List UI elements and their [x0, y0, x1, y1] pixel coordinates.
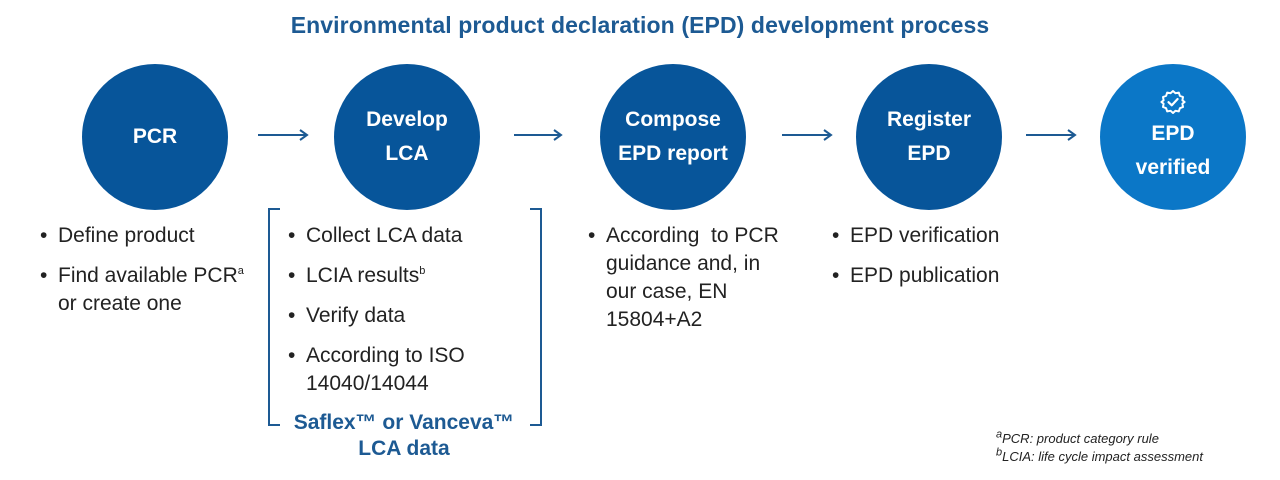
diagram-title: Environmental product declaration (EPD) …: [290, 12, 990, 38]
check-badge-icon: [1160, 90, 1186, 114]
list-item: Verify data: [288, 302, 528, 330]
list-item: According to PCR guidance and, in our ca…: [588, 222, 788, 334]
footnote: bLCIA: life cycle impact assessment: [996, 446, 1203, 464]
step-develop-lca-line2: LCA: [385, 142, 429, 165]
step-register-line2: EPD: [907, 142, 951, 165]
compose-bullet-list: According to PCR guidance and, in our ca…: [588, 222, 788, 346]
lca-bullet-list: Collect LCA data LCIA resultsb Verify da…: [288, 222, 528, 410]
footnote-ref: b: [419, 265, 426, 277]
footnote-ref: a: [237, 265, 244, 277]
bracket-left: [268, 208, 280, 426]
step-develop-lca: Develop LCA: [334, 64, 480, 210]
step-verified-line2: verified: [1135, 156, 1211, 179]
step-compose-line2: EPD report: [618, 142, 728, 165]
list-item: According to ISO 14040/14044: [288, 342, 528, 398]
list-item: LCIA resultsb: [288, 262, 528, 290]
list-item: Define product: [40, 222, 260, 250]
list-item: EPD verification: [832, 222, 1062, 250]
list-item: Collect LCA data: [288, 222, 528, 250]
step-epd-verified: EPD verified: [1100, 64, 1246, 210]
list-item: EPD publication: [832, 262, 1062, 290]
arrow-right-icon: [782, 129, 833, 141]
pcr-bullet-list: Define product Find available PCRa or cr…: [40, 222, 260, 330]
step-develop-lca-line1: Develop: [366, 108, 448, 131]
arrow-right-icon: [1026, 129, 1077, 141]
arrow-right-icon: [258, 129, 309, 141]
lca-data-source-label: Saflex™ or Vanceva™ LCA data: [280, 410, 528, 462]
footnote: aPCR: product category rule: [996, 428, 1159, 446]
step-compose-epd-report: Compose EPD report: [600, 64, 746, 210]
list-item: Find available PCRa or create one: [40, 262, 260, 318]
step-pcr: PCR: [82, 64, 228, 210]
step-register-epd: Register EPD: [856, 64, 1002, 210]
step-verified-line1: EPD: [1151, 122, 1195, 145]
register-bullet-list: EPD verification EPD publication: [832, 222, 1062, 302]
arrow-right-icon: [514, 129, 563, 141]
footnotes: aPCR: product category rule bLCIA: life …: [996, 428, 1203, 466]
step-pcr-label: PCR: [132, 125, 178, 148]
bracket-right: [530, 208, 542, 426]
step-register-line1: Register: [886, 108, 972, 131]
step-compose-line1: Compose: [625, 108, 721, 131]
